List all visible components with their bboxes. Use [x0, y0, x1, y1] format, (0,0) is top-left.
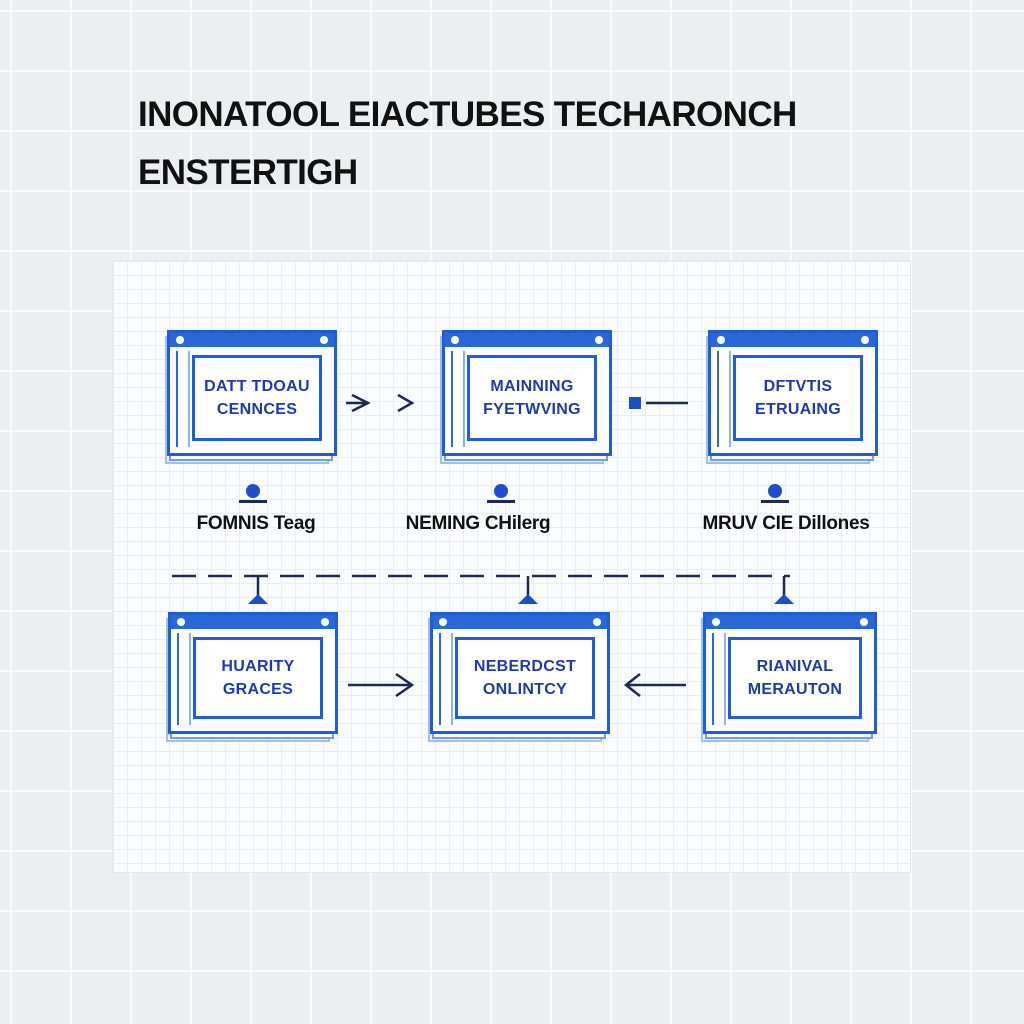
window-dot-icon	[712, 618, 720, 626]
window-dot-icon	[860, 618, 868, 626]
window-box-6-line-1: RIANIVAL	[756, 658, 834, 675]
node-label-1: FOMNIS Teag	[196, 513, 316, 534]
window-dot-icon	[177, 618, 185, 626]
window-box-3[interactable]: DFTVTIS ETRUAING	[706, 330, 878, 464]
node-label-2: NEMING CHilerg	[405, 513, 551, 534]
window-dot-icon	[176, 336, 184, 344]
window-dot-icon	[593, 618, 601, 626]
window-box-1[interactable]: DATT TDOAU CENNCES	[165, 330, 337, 464]
window-box-4-line-1: HUARITY	[221, 658, 295, 675]
window-box-2-line-1: MAINNING	[490, 378, 574, 395]
window-dot-icon	[451, 336, 459, 344]
node-base-3	[761, 500, 789, 503]
window-box-2-line-2: FYETWVING	[483, 401, 581, 418]
bus-arrow-3	[774, 594, 794, 604]
connector-square	[629, 397, 641, 409]
window-dot-icon	[717, 336, 725, 344]
window-dot-icon	[861, 336, 869, 344]
page-title: INONATOOL EIACTUBES TECHARONCH ENSTERTIG…	[138, 86, 898, 202]
window-dot-icon	[439, 618, 447, 626]
window-box-1-line-1: DATT TDOAU	[204, 378, 310, 395]
node-dot-1	[246, 484, 260, 498]
window-box-5[interactable]: NEBERDCST ONLINTCY	[428, 612, 610, 742]
bus-arrow-1	[248, 594, 268, 604]
window-box-5-line-1: NEBERDCST	[473, 658, 577, 675]
window-box-4[interactable]: HUARITY GRACES	[166, 612, 338, 742]
window-dot-icon	[321, 618, 329, 626]
node-base-2	[487, 500, 515, 503]
window-box-5-line-2: ONLINTCY	[482, 681, 568, 698]
window-box-2[interactable]: MAINNING FYETWVING	[440, 330, 612, 464]
window-box-6[interactable]: RIANIVAL MERAUTON	[701, 612, 877, 742]
title-line-1: INONATOOL EIACTUBES TECHARONCH	[138, 95, 797, 134]
window-box-3-line-1: DFTVTIS	[763, 378, 833, 395]
window-box-3-line-2: ETRUAING	[755, 401, 841, 418]
window-box-6-line-2: MERAUTON	[747, 681, 843, 698]
arrow-2	[397, 393, 415, 413]
title-line-2: ENSTERTIGH	[138, 153, 358, 192]
node-label-3: MRUV CIE Dillones	[702, 513, 870, 534]
window-dot-icon	[320, 336, 328, 344]
node-dot-2	[494, 484, 508, 498]
window-box-4-line-2: GRACES	[222, 681, 294, 698]
bus-arrow-2	[518, 594, 538, 604]
window-box-1-line-2: CENNCES	[216, 401, 298, 418]
node-dot-3	[768, 484, 782, 498]
node-base-1	[239, 500, 267, 503]
window-dot-icon	[595, 336, 603, 344]
